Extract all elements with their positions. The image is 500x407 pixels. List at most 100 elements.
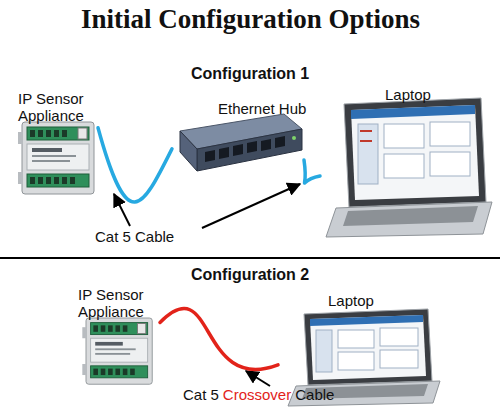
appliance-drawing-part — [91, 338, 148, 362]
appliance-drawing-part — [27, 174, 89, 187]
appliance-drawing-part — [101, 369, 106, 375]
laptop-drawing-part — [304, 309, 432, 385]
appliance-drawing-part — [130, 369, 135, 375]
appliance-drawing-part — [30, 130, 35, 137]
appliance-drawing-part — [27, 127, 89, 140]
laptop-drawing-part — [360, 140, 372, 142]
appliance-drawing-part — [95, 353, 130, 355]
appliance-drawing-part — [54, 177, 59, 184]
laptop-drawing-part — [310, 315, 423, 326]
appliance-drawing-part — [27, 144, 89, 170]
appliance-drawing-part — [38, 130, 43, 137]
network-cable — [98, 128, 172, 202]
laptop-drawing-part — [358, 124, 378, 184]
device-label: Ethernet Hub — [218, 100, 308, 117]
leader-arrow — [246, 371, 270, 386]
laptop-drawing-part — [326, 202, 492, 237]
appliance-drawing-part — [18, 172, 23, 184]
section-heading: Configuration 1 — [191, 65, 309, 83]
hub-drawing-part — [247, 141, 257, 153]
appliance-drawing-part — [62, 130, 67, 137]
device-label: IP Sensor Appliance — [18, 90, 98, 124]
section-heading: Configuration 2 — [191, 266, 309, 284]
hub-drawing-part — [219, 147, 229, 159]
cable-callout: Cat 5 — [183, 386, 219, 403]
appliance-drawing-part — [46, 177, 51, 184]
cable-callout: Cable — [295, 386, 334, 403]
appliance-drawing-part — [18, 132, 23, 144]
laptop-drawing-part — [360, 130, 372, 132]
cable-callout: Crossover — [223, 386, 291, 403]
appliance-drawing-part — [108, 325, 113, 331]
appliance-drawing-part — [78, 128, 87, 139]
appliance-drawing-part — [38, 177, 43, 184]
appliance-drawing-part — [82, 327, 87, 338]
laptop-drawing-part — [288, 381, 440, 406]
appliance-drawing-part — [30, 177, 35, 184]
laptop-drawing-part — [351, 105, 479, 200]
network-cable — [304, 160, 320, 183]
hub-drawing-part — [205, 150, 215, 162]
hub-drawing — [180, 114, 302, 171]
appliance-drawing-part — [123, 369, 128, 375]
laptop-drawing-part — [338, 352, 374, 370]
appliance-drawing-part — [108, 369, 113, 375]
hub-drawing-part — [233, 144, 243, 156]
appliance-drawing-part — [138, 324, 146, 334]
laptop-drawing-part — [380, 350, 418, 368]
laptop-drawing-part — [310, 315, 426, 380]
device-label: Laptop — [328, 292, 398, 309]
appliance-drawing-part — [86, 318, 152, 384]
laptop-drawing-part — [380, 328, 418, 346]
laptop-drawing-part — [338, 330, 374, 348]
appliance-drawing-part — [101, 325, 106, 331]
appliance-drawing-part — [91, 366, 148, 378]
appliance-drawing — [18, 122, 94, 194]
appliance-node: IP Sensor Appliance — [78, 286, 160, 390]
appliance-drawing-part — [123, 325, 128, 331]
laptop-drawing-part — [316, 330, 332, 372]
laptop-drawing-part — [430, 122, 470, 146]
appliance-drawing-part — [93, 325, 98, 331]
callout-row: Cat 5CrossoverCable — [183, 386, 334, 403]
laptop-drawing-part — [430, 152, 470, 176]
hub-drawing-part — [275, 136, 285, 148]
appliance-drawing-part — [32, 155, 76, 157]
hub-drawing-part — [180, 131, 197, 171]
hub-drawing-part — [197, 129, 302, 171]
hub-drawing-part — [292, 136, 296, 140]
hub-drawing-part — [261, 139, 271, 151]
device-label: IP Sensor Appliance — [78, 286, 158, 320]
divider-line — [0, 257, 500, 259]
appliance-drawing-part — [82, 364, 87, 375]
laptop-drawing — [326, 98, 492, 237]
appliance-drawing-part — [91, 323, 148, 335]
appliance-drawing-part — [32, 148, 62, 152]
appliance-drawing-part — [115, 369, 120, 375]
cable-callout: Cat 5 Cable — [95, 228, 174, 245]
appliance-drawing-part — [95, 342, 123, 346]
diagram-title: Initial Configuration Options — [81, 4, 420, 35]
network-cable — [160, 308, 278, 369]
laptop-node: Laptop — [320, 86, 495, 236]
appliance-drawing-part — [32, 160, 70, 162]
appliance-drawing-part — [95, 348, 135, 350]
laptop-drawing-part — [384, 124, 424, 148]
appliance-drawing-part — [22, 122, 94, 194]
appliance-drawing-part — [62, 177, 67, 184]
appliance-drawing-part — [46, 130, 51, 137]
laptop-drawing — [288, 309, 440, 406]
leader-arrow — [202, 184, 300, 228]
laptop-drawing-part — [344, 98, 486, 207]
laptop-drawing-part — [343, 206, 478, 226]
appliance-drawing-part — [115, 325, 120, 331]
appliance-drawing — [82, 318, 152, 384]
appliance-drawing-part — [70, 177, 75, 184]
laptop-drawing-part — [351, 105, 475, 119]
device-label: Laptop — [385, 86, 455, 103]
appliance-drawing-part — [93, 369, 98, 375]
